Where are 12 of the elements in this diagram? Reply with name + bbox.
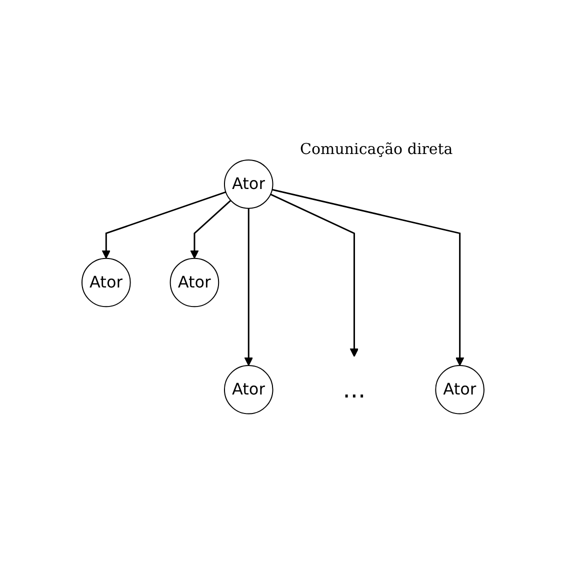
arrow	[102, 191, 226, 258]
node-circle: Ator	[435, 364, 484, 414]
node-circle: Ator	[224, 159, 274, 208]
arrow	[244, 208, 254, 366]
node-circle: Ator	[224, 364, 274, 414]
arrow	[270, 193, 359, 357]
node-circle: Ator	[82, 258, 131, 307]
node-text: ...	[342, 375, 366, 404]
arrow	[272, 188, 464, 366]
arrow	[190, 200, 232, 258]
node-circle: Ator	[170, 258, 220, 307]
note-text: Comunicação direta	[300, 140, 453, 158]
